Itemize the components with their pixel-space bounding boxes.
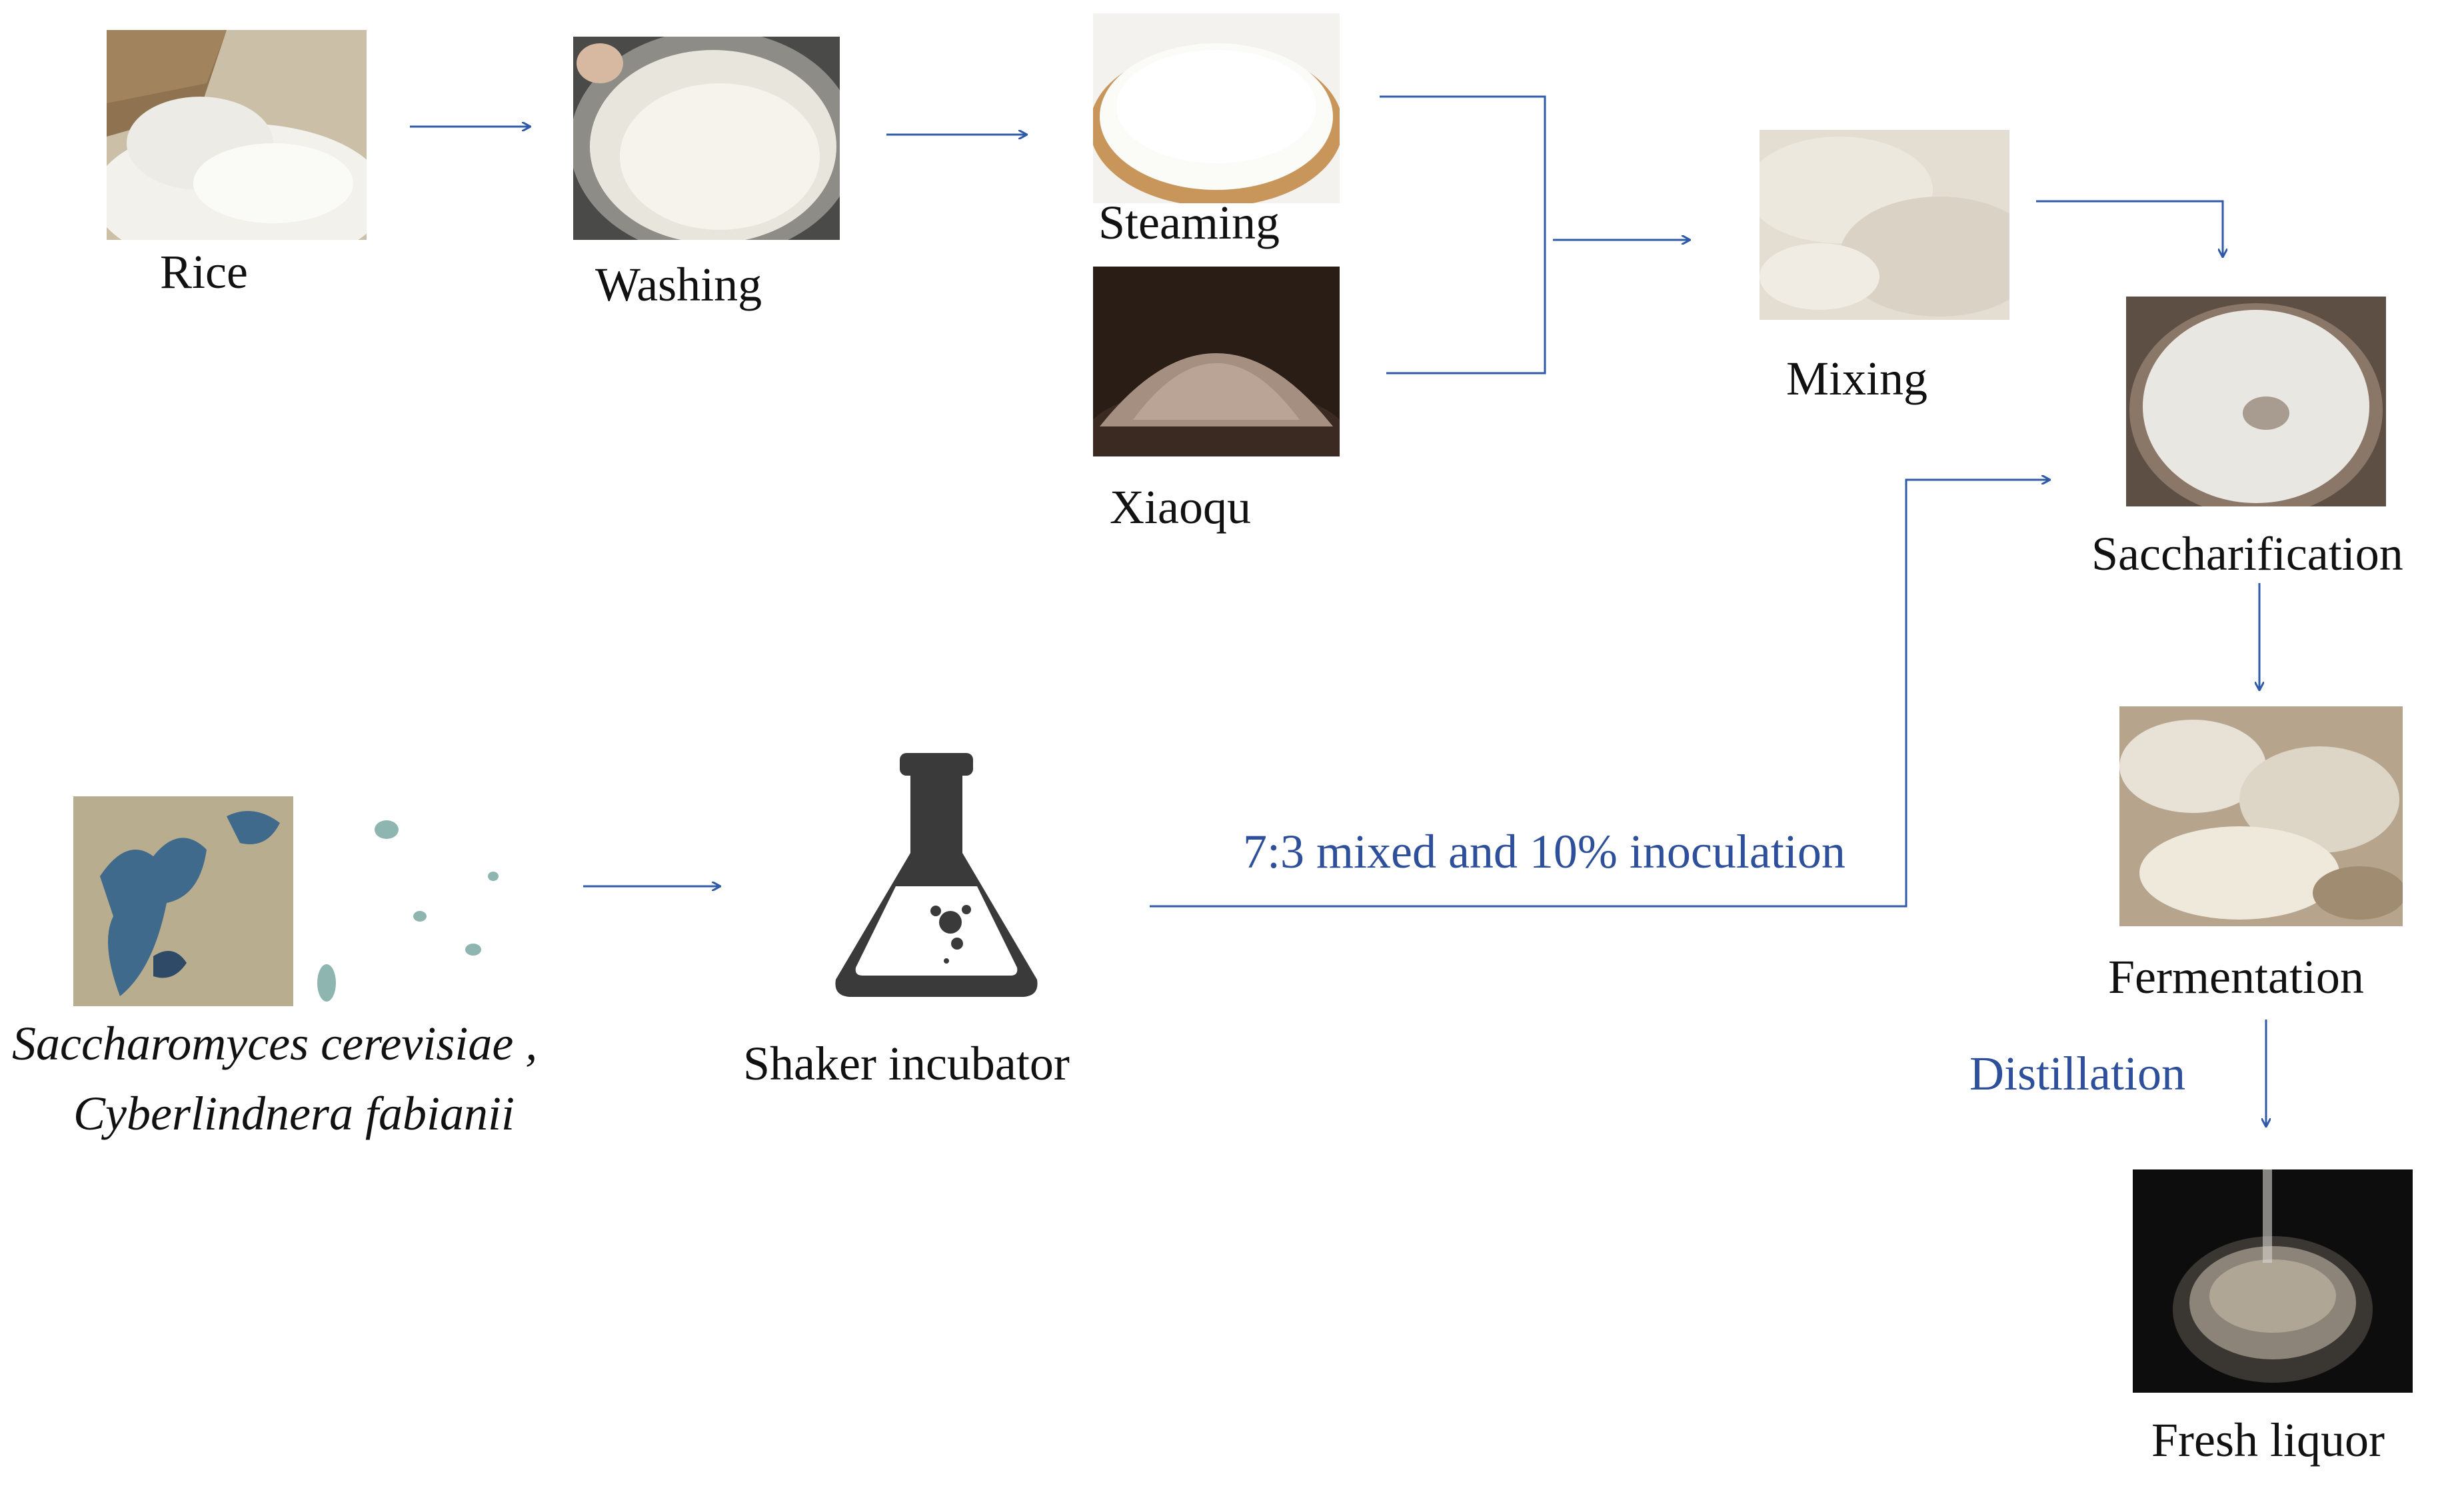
step-label-rice: Rice (160, 245, 248, 299)
liquor-photo (2133, 1169, 2413, 1393)
step-label-steaming: Steaming (1098, 196, 1280, 249)
arrow-mixing-to-saccharification (2036, 200, 2223, 257)
step-label-xiaoqu: Xiaoqu (1110, 480, 1251, 534)
step-label-saccharification: Saccharification (2091, 527, 2403, 580)
annotation-inoculation: 7:3 mixed and 10% inoculation (1243, 825, 1846, 878)
xiaoqu-powder-photo (1093, 267, 1340, 456)
annotation-distillation: Distillation (1969, 1047, 2185, 1100)
steamed-rice-photo (1093, 13, 1340, 203)
step-label-mixing: Mixing (1786, 352, 1928, 405)
step-label-shaker-incubator: Shaker incubator (743, 1037, 1070, 1090)
yeast-species-label-2: Cyberlindnera fabianii (73, 1087, 515, 1140)
yeast-species-label-1: Saccharomyces cerevisiae , (12, 1017, 538, 1070)
yeast-micrograph (73, 796, 520, 1006)
washing-photo (573, 37, 840, 240)
fermentation-photo (2119, 706, 2403, 926)
connector-steaming-xiaoqu (1380, 95, 1546, 374)
step-label-fermentation: Fermentation (2108, 950, 2364, 1004)
step-label-fresh-liquor: Fresh liquor (2151, 1413, 2385, 1467)
flask-icon (826, 753, 1046, 1000)
step-label-washing: Washing (595, 258, 762, 311)
saccharification-photo (2126, 297, 2386, 506)
rice-photo (107, 30, 367, 240)
mixing-photo (1760, 130, 2009, 320)
